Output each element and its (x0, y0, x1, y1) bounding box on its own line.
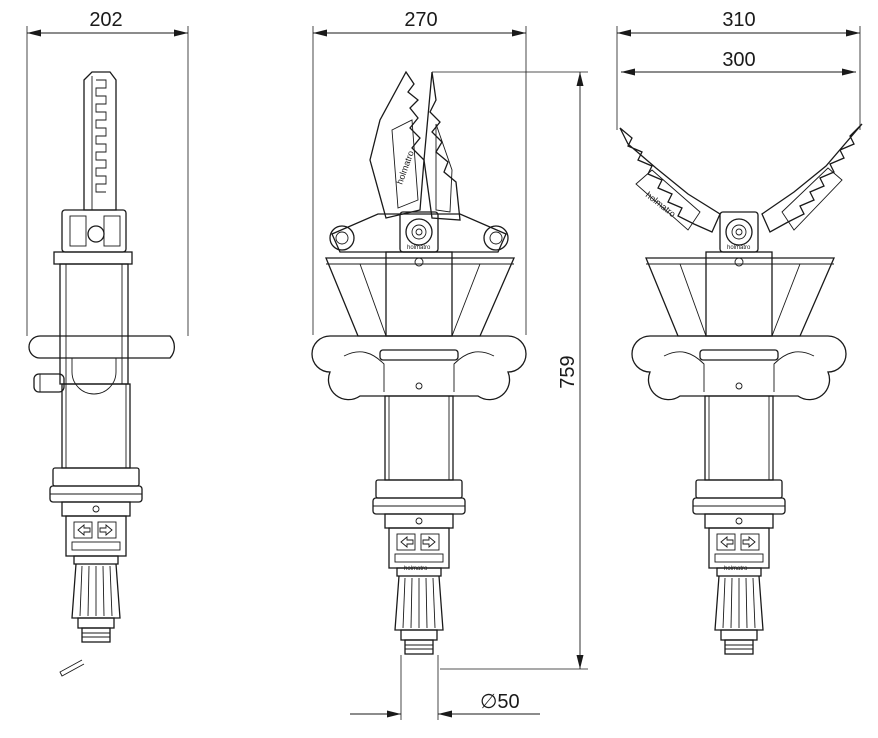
brand-label-valve-open: holmatro (724, 566, 748, 572)
brand-label-front: holmatro (394, 149, 415, 185)
brand-label-hub-front: holmatro (407, 245, 431, 251)
dim-open-width-outer: 310 (722, 9, 755, 31)
open-view: holmatro holmatro holmatro (619, 123, 863, 655)
dim-handle-diameter: ∅50 (480, 691, 520, 713)
dim-front-width: 270 (404, 9, 437, 31)
dim-side-width: 202 (89, 9, 122, 31)
dim-total-length: 759 (557, 355, 579, 388)
dim-open-width-inner: 300 (722, 49, 755, 71)
brand-label-valve-front: holmatro (404, 566, 428, 572)
front-view: holmatro holmatro holmatro (311, 70, 527, 655)
side-view (28, 71, 176, 677)
brand-label-hub-open: holmatro (727, 245, 751, 251)
